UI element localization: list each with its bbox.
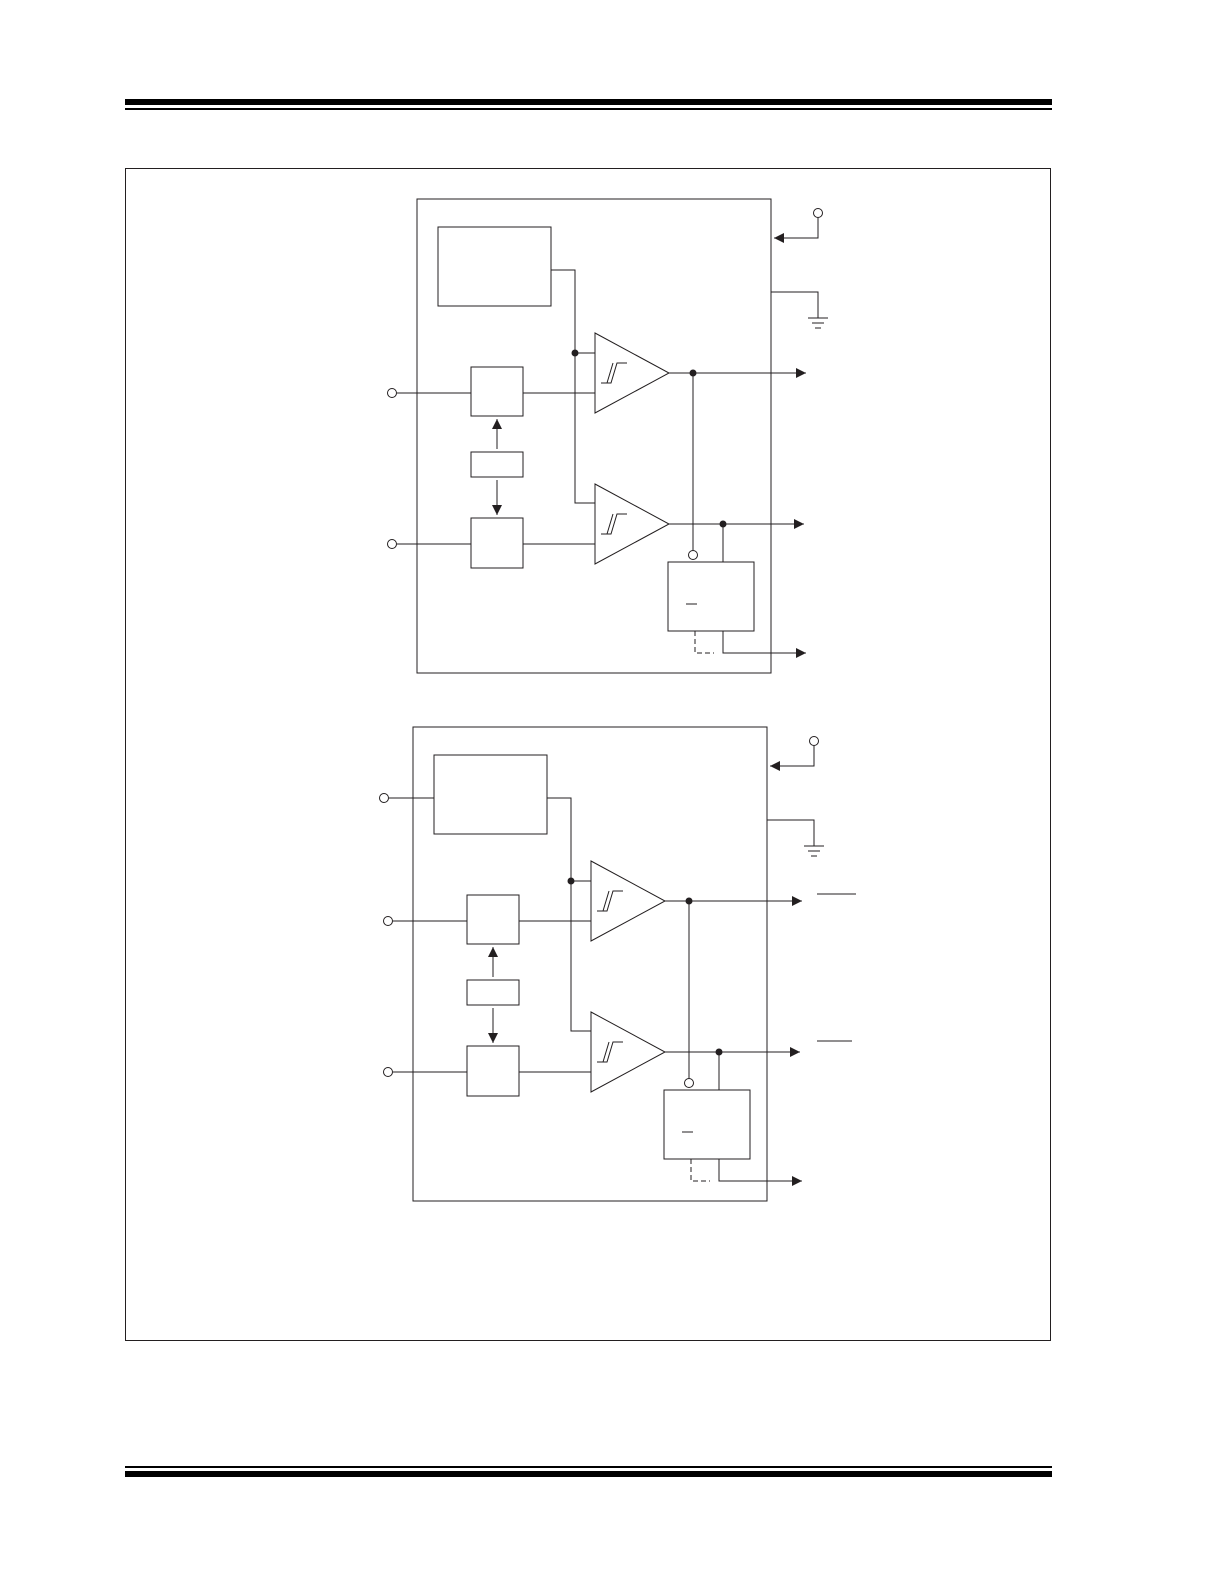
- supply-pin: [813, 208, 823, 218]
- input-block-1: [466, 894, 520, 945]
- hysteresis-icon: [602, 890, 610, 912]
- logic-block: [663, 1089, 751, 1160]
- junction-dot: [567, 877, 575, 885]
- footer-rule-thin: [125, 1466, 1052, 1468]
- output-line-3: [718, 1159, 802, 1186]
- reference-line: [547, 797, 591, 1032]
- reference-block: [437, 226, 552, 307]
- ground-line: [771, 291, 819, 318]
- supply-line: [770, 746, 815, 771]
- output-line-3: [722, 631, 806, 658]
- comparator-2: [590, 1011, 667, 1093]
- reference-block: [433, 754, 548, 835]
- hysteresis-icon: [597, 890, 623, 912]
- input-pin-2: [387, 539, 397, 549]
- supply-pin: [809, 736, 819, 746]
- comparator-2: [594, 483, 671, 565]
- hysteresis-icon: [601, 362, 627, 384]
- ground-line: [767, 819, 815, 846]
- hysteresis-icon: [602, 1041, 610, 1063]
- hysteresis-icon: [601, 513, 627, 535]
- comparator-1: [590, 860, 667, 942]
- reference-line: [551, 269, 595, 504]
- footer-rule-thick: [125, 1471, 1052, 1477]
- control-block: [470, 451, 524, 478]
- logic-block: [667, 561, 755, 632]
- hysteresis-icon: [606, 513, 614, 535]
- input-pin-2: [383, 1067, 393, 1077]
- header-rule-thin: [125, 108, 1052, 110]
- output-3-optional-line: [694, 631, 714, 654]
- supply-line: [774, 218, 819, 243]
- input-block-1: [470, 366, 524, 417]
- hysteresis-icon: [606, 362, 614, 384]
- input-pin-1: [383, 916, 393, 926]
- junction-dot: [571, 349, 579, 357]
- comparator-1: [594, 332, 671, 414]
- input-pin-reference: [379, 793, 389, 803]
- figure-frame: [125, 168, 1051, 1341]
- hysteresis-icon: [597, 1041, 623, 1063]
- bottom-block-diagram: [379, 726, 856, 1202]
- input-block-2: [466, 1045, 520, 1097]
- input-pin-1: [387, 388, 397, 398]
- control-block: [466, 979, 520, 1006]
- output-3-optional-line: [690, 1159, 710, 1182]
- header-rule-thick: [125, 99, 1052, 105]
- logic-input-bubble: [684, 1078, 694, 1088]
- input-block-2: [470, 517, 524, 569]
- logic-input-bubble: [688, 550, 698, 560]
- top-block-diagram: [387, 198, 828, 674]
